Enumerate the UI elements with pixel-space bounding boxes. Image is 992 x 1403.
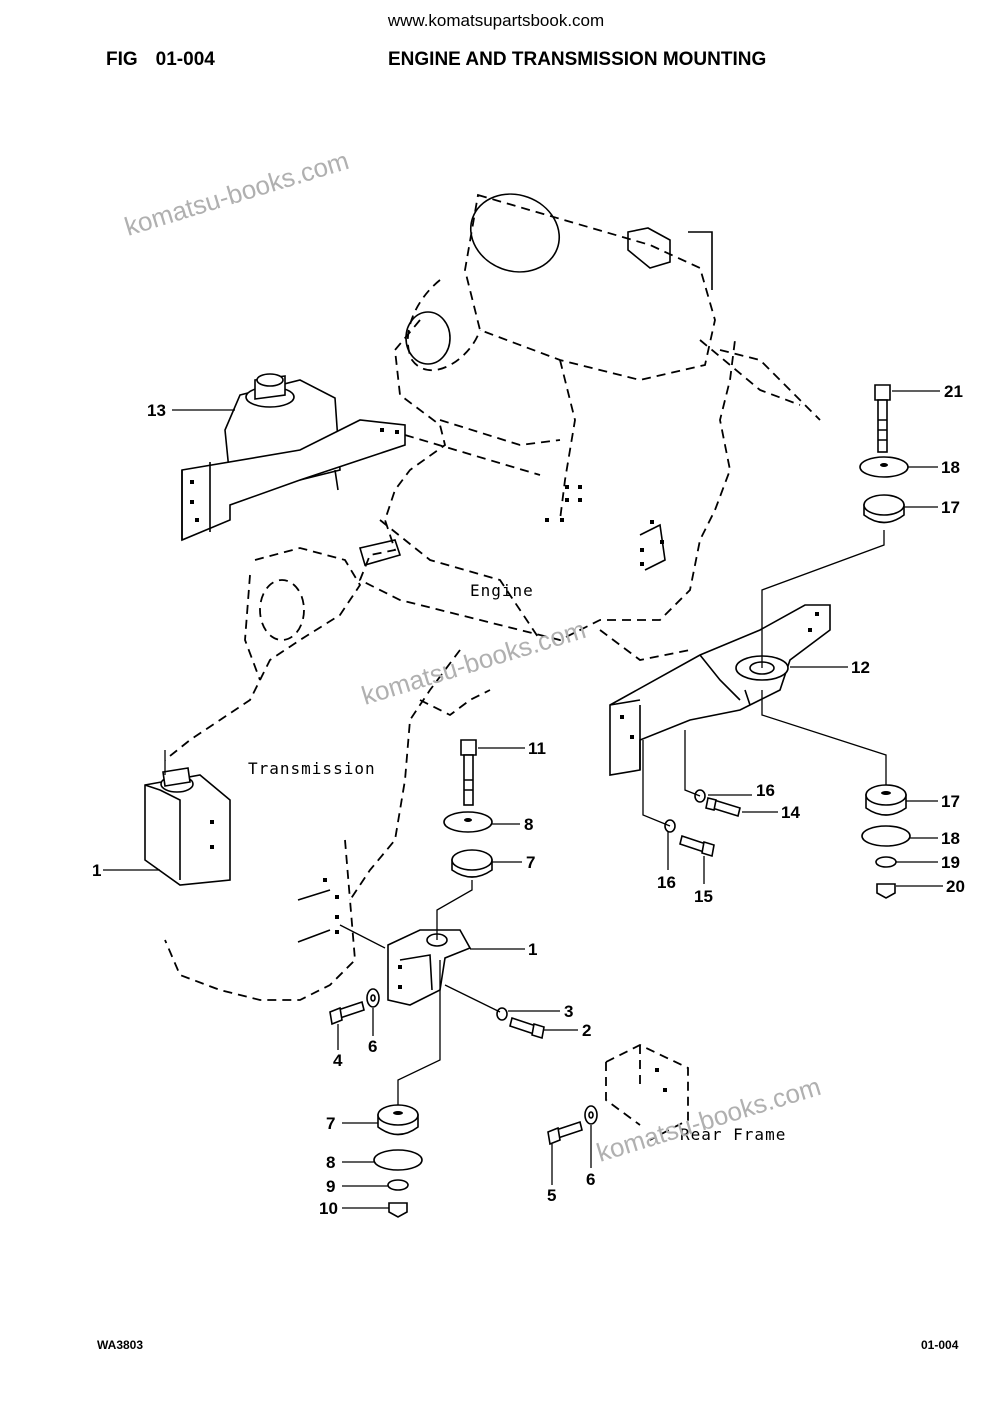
callout-8: 8	[524, 815, 533, 834]
callout-9: 9	[326, 1177, 335, 1196]
bolt-21	[874, 384, 891, 453]
callout-3: 3	[564, 1002, 573, 1021]
callout-8: 8	[326, 1153, 335, 1172]
engine-label: Engine	[470, 581, 534, 600]
washer-18-bottom	[861, 825, 911, 847]
callout-4: 4	[333, 1051, 343, 1070]
callout-numbers: 13 21 18 17 12 11 8 7 1 1 16 14 16 15 17…	[92, 382, 965, 1218]
callout-20: 20	[946, 877, 965, 896]
watermark: komatsu-books.com	[121, 145, 352, 242]
transmission-outline	[164, 539, 491, 1001]
callout-16: 16	[657, 873, 676, 892]
callout-18: 18	[941, 458, 960, 477]
bolt-11	[460, 739, 477, 806]
washer-3	[496, 1007, 508, 1021]
washer-19	[875, 856, 897, 868]
footer-page-code: 01-004	[921, 1338, 959, 1352]
callout-7: 7	[326, 1114, 335, 1133]
washer-18-top	[859, 456, 909, 478]
bolt-4	[329, 1000, 365, 1026]
callout-11: 11	[528, 739, 546, 758]
callout-14: 14	[781, 803, 800, 822]
washer-6-a	[366, 988, 380, 1008]
cushion-7-center	[451, 849, 493, 878]
washer-8-center	[443, 811, 493, 833]
nut-20	[876, 883, 896, 899]
front-mount-bracket-13	[181, 373, 541, 542]
cushion-17-bottom	[865, 784, 907, 816]
callout-17: 17	[941, 792, 960, 811]
washer-8-lower	[373, 1149, 423, 1171]
callout-leaders	[103, 390, 943, 1209]
rear-frame-label: Rear Frame	[680, 1125, 786, 1144]
callout-5: 5	[547, 1186, 556, 1205]
bolt-5	[547, 1120, 583, 1146]
rear-frame-outline	[605, 1043, 689, 1141]
footer-model-code: WA3803	[97, 1338, 144, 1352]
transmission-bracket-left	[144, 767, 231, 886]
callout-18: 18	[941, 829, 960, 848]
bolt-2	[509, 1016, 545, 1040]
callout-13: 13	[147, 401, 166, 420]
cushion-7-lower	[377, 1104, 419, 1136]
callout-16: 16	[756, 781, 775, 800]
fig-prefix: FIG	[106, 49, 138, 70]
callout-1: 1	[528, 940, 537, 959]
callout-10: 10	[319, 1199, 338, 1218]
callout-17: 17	[941, 498, 960, 517]
figure-label: FIG 01-004	[106, 49, 215, 71]
callout-7: 7	[526, 853, 535, 872]
callout-2: 2	[582, 1021, 591, 1040]
callout-21: 21	[944, 382, 963, 401]
transmission-label: Transmission	[248, 759, 376, 778]
washer-6-b	[584, 1105, 598, 1125]
assembly-lines	[164, 530, 887, 1105]
fig-number: 01-004	[155, 49, 215, 70]
bolt-15	[679, 834, 715, 858]
nut-10	[388, 1202, 408, 1218]
callout-19: 19	[941, 853, 960, 872]
callout-6: 6	[368, 1037, 377, 1056]
washer-9	[387, 1179, 409, 1191]
engine-outline	[358, 193, 821, 661]
page-title: ENGINE AND TRANSMISSION MOUNTING	[388, 49, 767, 70]
cushion-17-top	[863, 494, 905, 524]
bolt-14	[705, 797, 741, 818]
callout-6: 6	[586, 1170, 595, 1189]
callout-12: 12	[851, 658, 870, 677]
callout-15: 15	[694, 887, 713, 906]
transmission-bracket-center	[387, 929, 472, 1006]
callout-1: 1	[92, 861, 101, 880]
site-url: www.komatsupartsbook.com	[387, 11, 605, 30]
watermark: komatsu-books.com	[358, 614, 589, 711]
watermark: komatsu-books.com	[593, 1071, 824, 1168]
